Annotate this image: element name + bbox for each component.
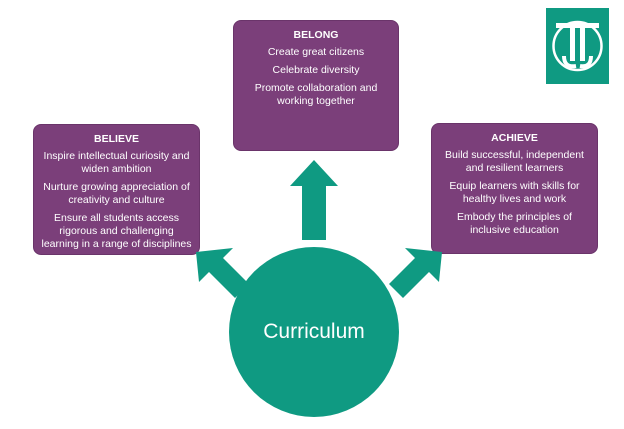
curriculum-circle: Curriculum xyxy=(229,247,399,417)
arrow-upright-icon xyxy=(389,248,442,298)
believe-title: BELIEVE xyxy=(94,133,139,145)
achieve-item-1: Build successful, independent and resili… xyxy=(445,149,584,174)
believe-box: BELIEVE Inspire intellectual curiosity a… xyxy=(33,124,200,255)
achieve-box: ACHIEVE Build successful, independent an… xyxy=(431,123,598,254)
belong-box: BELONG Create great citizens Celebrate d… xyxy=(233,20,399,151)
arrow-upright-shape xyxy=(389,248,442,298)
arrow-upleft-shape xyxy=(196,248,249,298)
belong-item-2: Celebrate diversity xyxy=(272,64,360,76)
believe-item-3: Ensure all students access rigorous and … xyxy=(41,212,192,250)
belong-item-1: Create great citizens xyxy=(267,46,365,58)
belong-title: BELONG xyxy=(293,29,339,41)
believe-item-2: Nurture growing appreciation of creativi… xyxy=(43,181,190,206)
logo-mark-icon xyxy=(552,20,603,72)
school-logo-icon xyxy=(546,8,609,84)
achieve-item-2: Equip learners with skills for healthy l… xyxy=(449,180,580,205)
arrow-up-icon xyxy=(290,160,338,240)
achieve-item-3: Embody the principles of inclusive educa… xyxy=(457,211,572,236)
arrow-up-shape xyxy=(290,160,338,240)
believe-item-1: Inspire intellectual curiosity and widen… xyxy=(43,150,190,175)
curriculum-label: Curriculum xyxy=(263,320,365,343)
arrow-upleft-icon xyxy=(196,248,249,298)
belong-item-3: Promote collaboration and working togeth… xyxy=(254,82,378,107)
achieve-title: ACHIEVE xyxy=(491,132,538,144)
